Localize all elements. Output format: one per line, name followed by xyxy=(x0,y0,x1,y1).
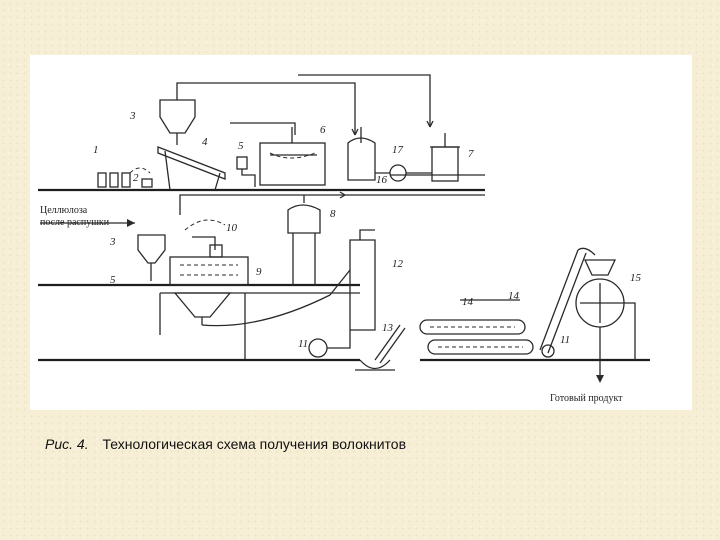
callout-3b: 3 xyxy=(109,236,116,248)
vessel-8 xyxy=(288,195,320,285)
callout-15: 15 xyxy=(630,272,642,284)
reactor-7 xyxy=(430,133,460,181)
top-piping xyxy=(177,75,485,215)
small-bottles-1 xyxy=(98,168,152,187)
figure-caption: Рис. 4. Технологическая схема получения … xyxy=(45,436,406,452)
cone-hopper xyxy=(175,293,330,326)
callout-14b: 14 xyxy=(508,290,520,302)
product-label: Готовый продукт xyxy=(550,393,623,404)
caption-text: Технологическая схема получения волокнит… xyxy=(102,436,406,452)
callout-5: 5 xyxy=(238,140,244,152)
callout-13: 13 xyxy=(382,322,394,334)
process-diagram: Целлюлоза после распушки Готовый продукт… xyxy=(30,55,692,410)
hopper-3 xyxy=(160,100,195,145)
callout-17: 17 xyxy=(392,144,404,156)
belt-dryer-14 xyxy=(420,300,533,354)
figure-label: Рис. 4. xyxy=(45,436,89,452)
cellulose-label-line2: после распушки xyxy=(40,217,110,228)
dispenser-5 xyxy=(237,157,255,187)
callout-11b: 11 xyxy=(560,334,570,346)
callout-10: 10 xyxy=(226,222,238,234)
dosing-10 xyxy=(185,220,225,257)
callout-14: 14 xyxy=(462,296,474,308)
callout-4: 4 xyxy=(202,136,208,148)
callout-2: 2 xyxy=(133,172,139,184)
cellulose-label-line1: Целлюлоза xyxy=(40,205,88,216)
callout-9: 9 xyxy=(256,266,262,278)
vessel-left xyxy=(348,127,375,180)
callout-12: 12 xyxy=(392,258,404,270)
mixer-6 xyxy=(260,127,325,185)
conveyor-4 xyxy=(158,147,225,190)
callout-3: 3 xyxy=(129,110,136,122)
callout-6: 6 xyxy=(320,124,326,136)
floor-lines xyxy=(38,190,650,370)
callout-7: 7 xyxy=(468,148,474,160)
fan-11 xyxy=(309,330,350,357)
callout-11: 11 xyxy=(298,338,308,350)
callout-5b: 5 xyxy=(110,274,116,286)
callout-8: 8 xyxy=(330,208,336,220)
mixer-9 xyxy=(170,257,248,285)
callout-16: 16 xyxy=(376,174,388,186)
separator-15 xyxy=(576,260,635,383)
cyclone-12 xyxy=(330,230,375,330)
feeder-3b xyxy=(138,235,165,281)
callout-1: 1 xyxy=(93,144,99,156)
diagram-panel: Целлюлоза после распушки Готовый продукт… xyxy=(30,55,692,410)
